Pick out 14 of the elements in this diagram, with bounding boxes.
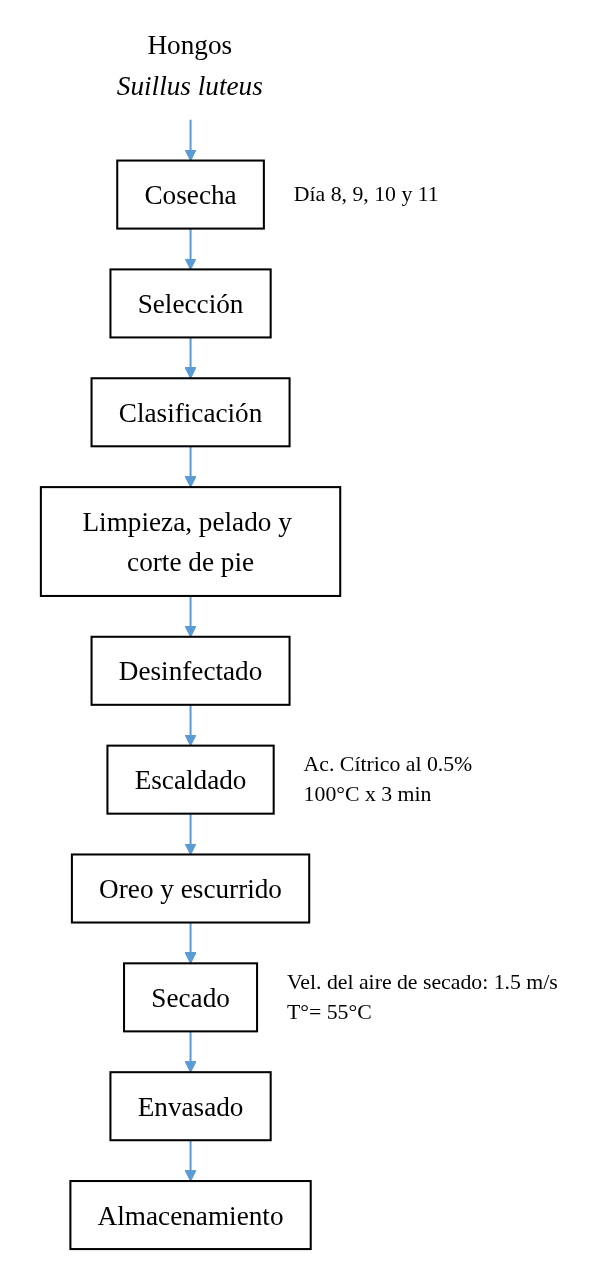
note-text: Día 8, 9, 10 y 11 <box>293 182 439 207</box>
process-box: Escaldado <box>106 744 275 815</box>
note-text: Vel. del aire de secado: 1.5 m/s T°= 55°C <box>286 970 558 1025</box>
process-box: Oreo y escurrido <box>70 853 310 924</box>
process-box: Secado <box>122 962 258 1033</box>
process-box: Limpieza, pelado y corte de pie <box>39 486 341 597</box>
source-label: Hongos Suillus luteus <box>116 29 263 101</box>
process-box: Clasificación <box>90 377 291 448</box>
note-text: Ac. Cítrico al 0.5% 100°C x 3 min <box>303 752 472 807</box>
process-box: Almacenamiento <box>69 1180 312 1251</box>
process-box: Selección <box>109 268 272 339</box>
process-box: Desinfectado <box>90 635 291 706</box>
process-box: Envasado <box>109 1071 272 1142</box>
process-box: Cosecha <box>115 159 265 230</box>
